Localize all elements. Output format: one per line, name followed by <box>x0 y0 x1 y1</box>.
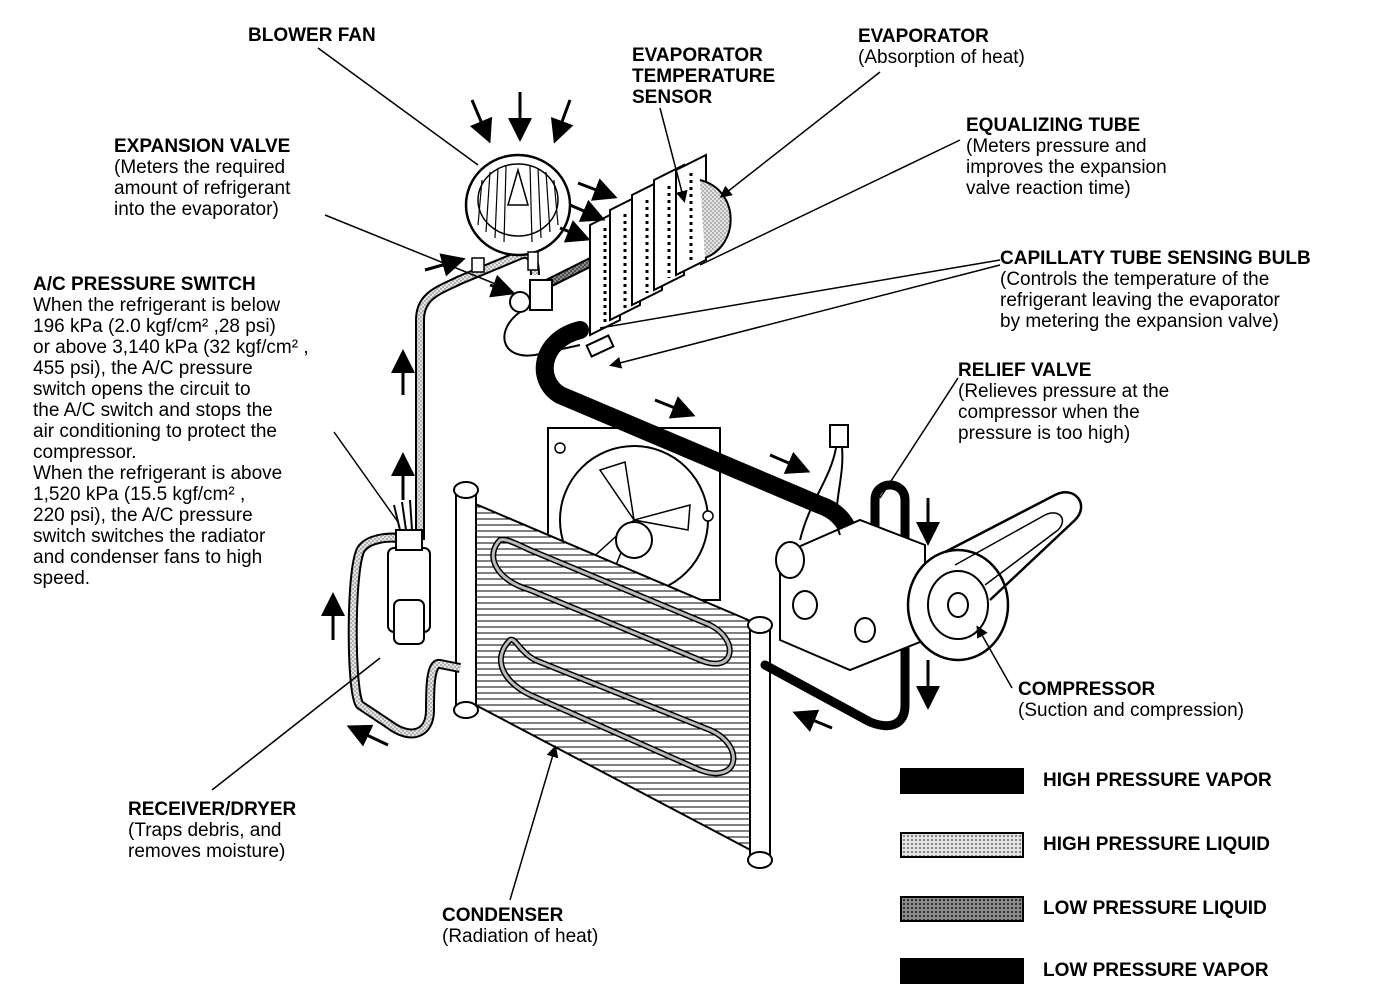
compressor-title: COMPRESSOR <box>1018 679 1156 700</box>
compressor-desc: (Suction and compression) <box>1018 700 1244 721</box>
blower-fan <box>464 153 572 257</box>
evaporator-core <box>589 153 732 337</box>
label-compressor: COMPRESSOR (Suction and compression) <box>1018 679 1244 721</box>
legend-label: LOW PRESSURE VAPOR <box>1043 960 1269 981</box>
discharge-line <box>760 480 910 731</box>
evap-temp-sensor-line: EVAPORATOR <box>632 45 763 66</box>
capillary-bulb-title: CAPILLATY TUBE SENSING BULB <box>1000 248 1311 269</box>
ac-pressure-switch-desc: speed. <box>33 568 91 589</box>
ac-pressure-switch-title: A/C PRESSURE SWITCH <box>33 274 256 295</box>
ac-pressure-switch-desc: compressor. <box>33 442 137 463</box>
relief-valve-desc: pressure is too high) <box>958 423 1131 444</box>
ac-pressure-switch-desc: 196 kPa (2.0 kgf/cm² ,28 psi) <box>33 316 276 337</box>
ac-pressure-switch-desc: switch switches the radiator <box>33 526 266 547</box>
legend-label: HIGH PRESSURE VAPOR <box>1043 770 1272 791</box>
receiver-dryer <box>387 499 431 645</box>
evaporator-title: EVAPORATOR <box>858 26 989 47</box>
label-condenser: CONDENSER (Radiation of heat) <box>442 905 598 947</box>
legend-swatch <box>900 958 1024 984</box>
evap-temp-sensor-line: SENSOR <box>632 87 713 108</box>
legend-label: LOW PRESSURE LIQUID <box>1043 898 1267 919</box>
ac-pressure-switch-desc: 1,520 kPa (15.5 kgf/cm² , <box>33 484 246 505</box>
label-capillary-bulb: CAPILLATY TUBE SENSING BULB (Controls th… <box>1000 248 1311 332</box>
leader-lines <box>211 47 1013 901</box>
blower-fan-title: BLOWER FAN <box>248 25 376 46</box>
compressor <box>775 424 1083 672</box>
expansion-valve-desc: amount of refrigerant <box>114 178 291 199</box>
label-relief-valve: RELIEF VALVE (Relieves pressure at the c… <box>958 360 1169 444</box>
suction-line <box>535 321 859 544</box>
legend-label: HIGH PRESSURE LIQUID <box>1043 834 1270 855</box>
ac-pressure-switch-desc: air conditioning to protect the <box>33 421 277 442</box>
equalizing-tube-desc: valve reaction time) <box>966 178 1131 199</box>
receiver-dryer-title: RECEIVER/DRYER <box>128 799 297 820</box>
equalizing-tube-title: EQUALIZING TUBE <box>966 115 1141 136</box>
label-ac-pressure-switch: A/C PRESSURE SWITCH When the refrigerant… <box>33 274 309 589</box>
legend-swatch <box>900 768 1024 794</box>
relief-valve-title: RELIEF VALVE <box>958 360 1092 381</box>
evaporator-desc: (Absorption of heat) <box>858 47 1025 68</box>
capillary-bulb-desc: by metering the expansion valve) <box>1000 311 1279 332</box>
condenser-title: CONDENSER <box>442 905 564 926</box>
label-receiver-dryer: RECEIVER/DRYER (Traps debris, and remove… <box>128 799 296 862</box>
expansion-valve-desc: (Meters the required <box>114 157 286 178</box>
label-evap-temp-sensor: EVAPORATOR TEMPERATURE SENSOR <box>632 45 775 108</box>
expansion-valve <box>471 251 581 357</box>
capillary-bulb-desc: refrigerant leaving the evaporator <box>1000 290 1280 311</box>
legend-swatch <box>900 832 1024 858</box>
ac-pressure-switch-desc: When the refrigerant is below <box>33 295 281 316</box>
ac-pressure-switch-desc: 455 psi), the A/C pressure <box>33 358 253 379</box>
ac-pressure-switch-desc: switch opens the circuit to <box>33 379 251 400</box>
ac-pressure-switch-desc: When the refrigerant is above <box>33 463 283 484</box>
ac-pressure-switch-desc: 220 psi), the A/C pressure <box>33 505 253 526</box>
equalizing-tube-desc: improves the expansion <box>966 157 1167 178</box>
label-equalizing-tube: EQUALIZING TUBE (Meters pressure and imp… <box>966 115 1167 199</box>
capillary-bulb-desc: (Controls the temperature of the <box>1000 269 1270 290</box>
label-expansion-valve: EXPANSION VALVE (Meters the required amo… <box>114 136 290 220</box>
label-evaporator: EVAPORATOR (Absorption of heat) <box>858 26 1025 68</box>
ac-pressure-switch-desc: the A/C switch and stops the <box>33 400 273 421</box>
expansion-valve-desc: into the evaporator) <box>114 199 279 220</box>
receiver-dryer-desc: removes moisture) <box>128 841 286 862</box>
equalizing-tube-desc: (Meters pressure and <box>966 136 1147 157</box>
ac-pressure-switch-desc: or above 3,140 kPa (32 kgf/cm² , <box>33 337 309 358</box>
condenser-desc: (Radiation of heat) <box>442 926 599 947</box>
evap-temp-sensor-line: TEMPERATURE <box>632 66 776 87</box>
legend-swatch <box>900 896 1024 922</box>
relief-valve-desc: (Relieves pressure at the <box>958 381 1170 402</box>
expansion-valve-title: EXPANSION VALVE <box>114 136 291 157</box>
condenser-core <box>453 481 773 869</box>
airflow-arrows <box>321 92 940 747</box>
relief-valve-desc: compressor when the <box>958 402 1140 423</box>
label-blower-fan: BLOWER FAN <box>248 25 376 46</box>
capillary-bulb <box>585 334 615 358</box>
receiver-dryer-desc: (Traps debris, and <box>128 820 282 841</box>
ac-pressure-switch-desc: and condenser fans to high <box>33 547 263 568</box>
